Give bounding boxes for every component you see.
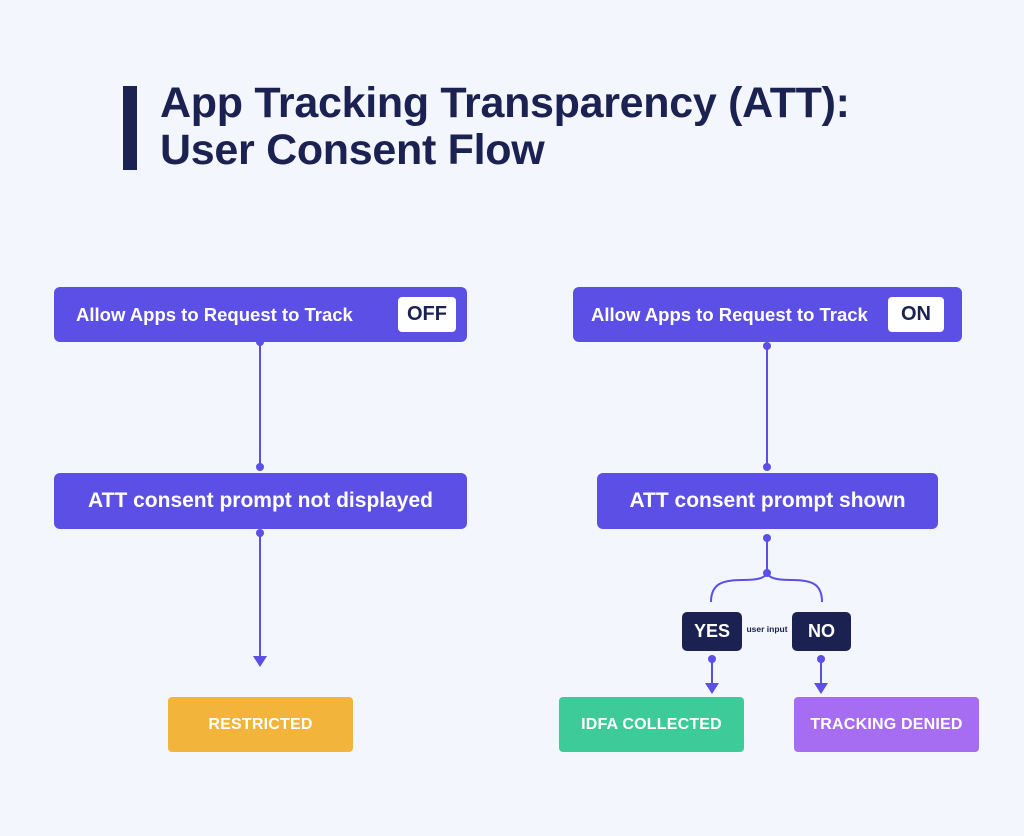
right-setting-label: Allow Apps to Request to Track xyxy=(591,303,868,325)
choice-yes-label: YES xyxy=(693,621,731,641)
outcome-yes-box: IDFA COLLECTED xyxy=(559,697,744,752)
outcome-no-box: TRACKING DENIED xyxy=(794,697,979,752)
arrowhead-left-outcome xyxy=(253,656,267,667)
connector-dot xyxy=(763,534,771,542)
left-setting-label: Allow Apps to Request to Track xyxy=(76,303,353,325)
user-input-note: user input xyxy=(746,624,788,634)
connector-dot xyxy=(256,463,264,471)
choice-no-label: NO xyxy=(808,621,835,641)
title-line-1: App Tracking Transparency (ATT): xyxy=(160,79,850,127)
left-setting-box: Allow Apps to Request to Track OFF xyxy=(54,287,467,342)
left-prompt-box: ATT consent prompt not displayed xyxy=(54,473,467,529)
connector-dot xyxy=(817,655,825,663)
right-setting-box: Allow Apps to Request to Track ON xyxy=(573,287,962,342)
left-outcome-label: RESTRICTED xyxy=(208,715,313,733)
right-prompt-label: ATT consent prompt shown xyxy=(629,489,906,512)
left-prompt-label: ATT consent prompt not displayed xyxy=(88,489,433,512)
outcome-yes-label: IDFA COLLECTED xyxy=(581,715,722,733)
title-line-2: User Consent Flow xyxy=(160,126,545,174)
left-toggle-badge: OFF xyxy=(398,297,456,332)
title-accent-bar xyxy=(123,86,137,170)
arrowhead-yes-outcome xyxy=(705,683,719,694)
decision-brace xyxy=(710,570,823,603)
outcome-no-label: TRACKING DENIED xyxy=(810,715,963,733)
choice-yes-box: YES xyxy=(682,612,742,651)
right-prompt-box: ATT consent prompt shown xyxy=(597,473,938,529)
left-outcome-box: RESTRICTED xyxy=(168,697,353,752)
arrowhead-no-outcome xyxy=(814,683,828,694)
right-toggle-badge: ON xyxy=(888,297,944,332)
page-title: App Tracking Transparency (ATT): User Co… xyxy=(160,80,850,174)
connector-dot xyxy=(708,655,716,663)
choice-no-box: NO xyxy=(792,612,851,651)
connector-dot xyxy=(763,569,771,577)
connector-dot xyxy=(763,342,771,350)
connector-dot xyxy=(256,529,264,537)
connector-dot xyxy=(763,463,771,471)
